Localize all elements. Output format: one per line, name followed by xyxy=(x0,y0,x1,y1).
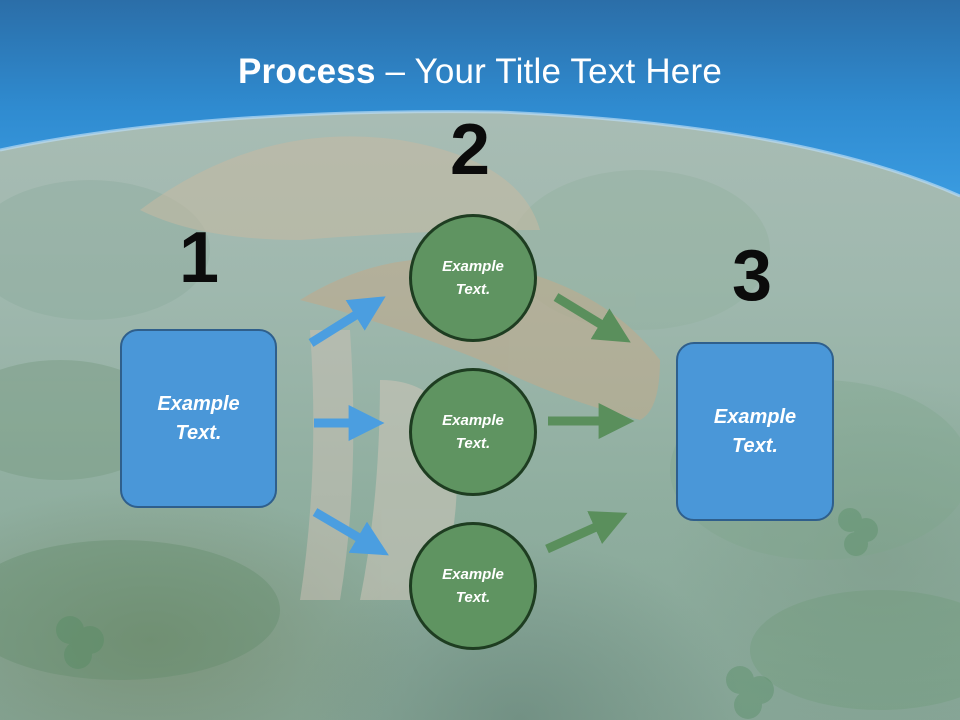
middle-node-top-label: Example Text. xyxy=(442,258,504,298)
step-1-label: Example Text. xyxy=(157,392,240,444)
arrow-blue-up xyxy=(308,296,386,347)
middle-node-center-label: Example Text. xyxy=(442,412,504,452)
arrow-green-down xyxy=(553,293,631,343)
middle-node-bottom[interactable]: Example Text. xyxy=(409,522,537,650)
step-number-2: 2 xyxy=(450,110,491,190)
middle-node-bottom-label: Example Text. xyxy=(442,566,504,606)
step-1-box[interactable]: Example Text. xyxy=(120,329,277,508)
header-band xyxy=(0,0,960,200)
header-curve-shape xyxy=(0,0,960,198)
arrow-green-up xyxy=(545,511,628,554)
step-3-label: Example Text. xyxy=(713,405,797,457)
middle-node-center[interactable]: Example Text. xyxy=(409,368,537,496)
arrow-blue-down xyxy=(312,508,389,556)
step-3-box[interactable]: Example Text. xyxy=(676,342,834,521)
title-bold-part: Process xyxy=(238,52,376,91)
step-number-3: 3 xyxy=(732,236,773,316)
middle-node-top[interactable]: Example Text. xyxy=(409,214,537,342)
slide-title: Process – Your Title Text Here xyxy=(0,52,960,92)
step-number-1: 1 xyxy=(179,218,220,298)
title-rest-part: – Your Title Text Here xyxy=(375,52,722,91)
